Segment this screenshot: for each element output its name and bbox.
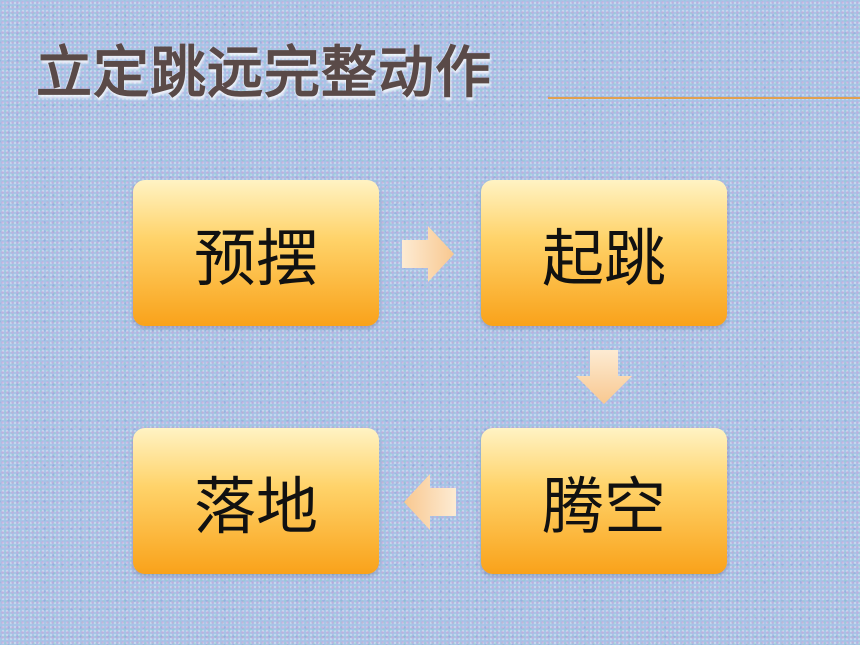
step-label: 预摆	[193, 222, 318, 295]
step-box-prepare-swing: 预摆	[133, 180, 379, 326]
step-box-flight: 腾空	[481, 428, 727, 574]
right-arrow-icon	[402, 226, 454, 282]
step-label: 落地	[193, 470, 318, 543]
step-box-landing: 落地	[133, 428, 379, 574]
title-underline	[548, 97, 860, 99]
down-arrow-icon	[576, 350, 632, 404]
step-label: 腾空	[541, 470, 666, 543]
step-label: 起跳	[541, 222, 666, 295]
left-arrow-icon	[404, 474, 456, 530]
step-box-takeoff: 起跳	[481, 180, 727, 326]
slide-title: 立定跳远完整动作	[36, 41, 492, 106]
